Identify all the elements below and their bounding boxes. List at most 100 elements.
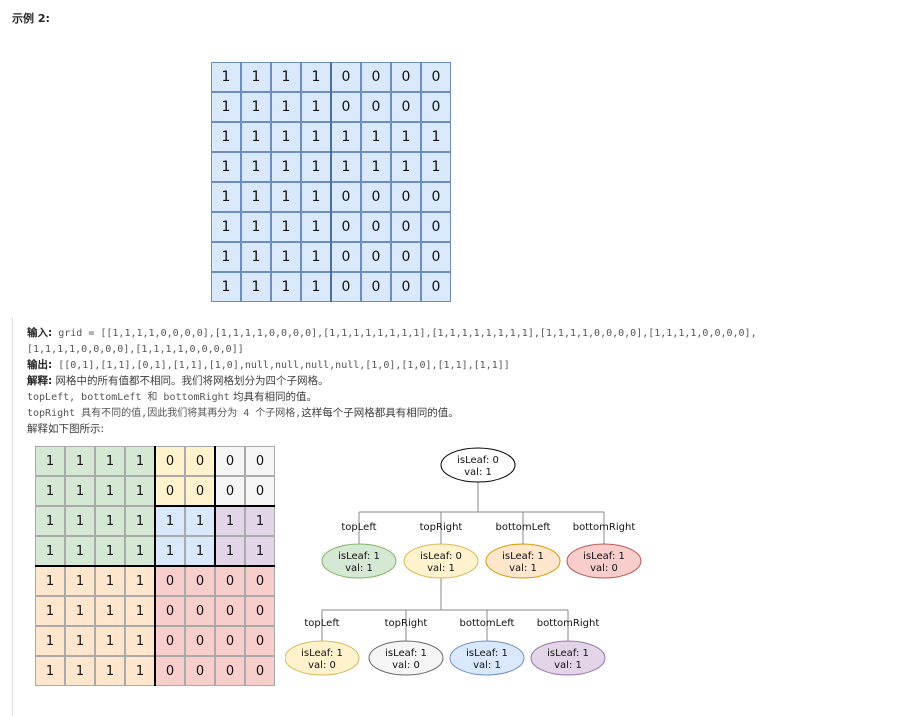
grid-cell: 0: [391, 242, 421, 272]
grid-cell: 1: [271, 272, 301, 302]
grid-cell: 0: [245, 476, 275, 506]
grid-cell: 0: [215, 656, 245, 686]
edge-label-bottomRight: bottomRight: [537, 618, 600, 629]
grid-cell: 1: [301, 272, 331, 302]
tree-node-l1-bottomRight-val: val: 0: [590, 563, 618, 574]
tree-root-val: val: 1: [464, 467, 492, 478]
explanation-line-2: topLeft, bottomLeft 和 bottomRight 均具有相同的…: [27, 390, 317, 405]
output-line: 输出: [[0,1],[1,1],[0,1],[1,1],[1,0],null,…: [27, 358, 510, 373]
edge-label-bottomLeft: bottomLeft: [460, 618, 515, 629]
explanation-line-3: topRight 具有不同的值,因此我们将其再分为 4 个子网格,这样每个子网格…: [27, 406, 459, 421]
grid-cell: 0: [185, 656, 215, 686]
grid-cell: 0: [215, 446, 245, 476]
input-value: grid = [[1,1,1,1,0,0,0,0],[1,1,1,1,0,0,0…: [52, 328, 757, 339]
grid-cell: 0: [185, 446, 215, 476]
grid-cell: 0: [155, 476, 185, 506]
example-title: 示例 2:: [12, 12, 50, 25]
output-value: [[0,1],[1,1],[0,1],[1,1],[1,0],null,null…: [52, 360, 510, 371]
grid-cell: 1: [331, 122, 361, 152]
grid-cell: 0: [215, 596, 245, 626]
grid-cell: 0: [185, 626, 215, 656]
grid-cell: 1: [65, 626, 95, 656]
grid-cell: 1: [241, 212, 271, 242]
grid-cell: 0: [185, 476, 215, 506]
grid-cell: 1: [421, 122, 451, 152]
grid-cell: 1: [241, 122, 271, 152]
grid-cell: 0: [185, 566, 215, 596]
explanation-text-3: 这样每个子网格都具有相同的值。: [301, 407, 459, 419]
explanation-code-3: topRight 具有不同的值,因此我们将其再分为 4 个子网格,: [27, 408, 302, 419]
tree-node-l2-bottomRight-isleaf: isLeaf: 1: [547, 648, 589, 659]
input-line: 输入: grid = [[1,1,1,1,0,0,0,0],[1,1,1,1,0…: [27, 326, 757, 341]
grid-cell: 1: [301, 152, 331, 182]
tree-node-l1-bottomLeft-val: val: 1: [509, 563, 537, 574]
grid-cell: 1: [35, 476, 65, 506]
grid-cell: 1: [331, 152, 361, 182]
grid-cell: 1: [271, 242, 301, 272]
grid-cell: 0: [361, 92, 391, 122]
grid-cell: 0: [215, 626, 245, 656]
grid-cell: 0: [361, 242, 391, 272]
grid-cell: 0: [155, 446, 185, 476]
grid-cell: 1: [95, 656, 125, 686]
grid-cell: 1: [125, 566, 155, 596]
grid-cell: 0: [391, 62, 421, 92]
grid-divider-vertical: [330, 62, 332, 302]
grid-cell: 1: [95, 596, 125, 626]
grid-cell: 1: [271, 92, 301, 122]
tree-root-isleaf: isLeaf: 0: [457, 455, 499, 466]
tree-node-l1-bottomLeft-isleaf: isLeaf: 1: [502, 551, 544, 562]
grid-cell: 0: [421, 182, 451, 212]
grid-cell: 1: [125, 536, 155, 566]
grid-cell: 0: [391, 272, 421, 302]
grid-cell: 1: [391, 152, 421, 182]
grid-cell: 1: [301, 242, 331, 272]
grid-cell: 0: [155, 566, 185, 596]
grid-cell: 0: [245, 596, 275, 626]
grid-cell: 0: [215, 476, 245, 506]
tree-node-l1-topRight-isleaf: isLeaf: 0: [420, 551, 462, 562]
tree-node-l1-topLeft-shape: [321, 543, 397, 579]
grid-cell: 1: [155, 506, 185, 536]
grid-cell: 1: [65, 476, 95, 506]
tree-node-l2-bottomLeft-val: val: 1: [473, 660, 501, 671]
explanation-line-4: 解释如下图所示:: [27, 422, 104, 436]
example-content: 输入: grid = [[1,1,1,1,0,0,0,0],[1,1,1,1,0…: [12, 318, 913, 716]
grid-cell: 0: [421, 212, 451, 242]
tree-node-l2-bottomLeft-shape: [449, 640, 525, 676]
grid-cell: 0: [391, 92, 421, 122]
grid-cell: 1: [125, 656, 155, 686]
grid-cell: 1: [301, 122, 331, 152]
explanation-text-2: 均具有相同的值。: [229, 391, 317, 403]
grid-cell: 1: [35, 536, 65, 566]
grid-cell: 1: [215, 506, 245, 536]
tree-node-l1-bottomRight-isleaf: isLeaf: 1: [583, 551, 625, 562]
grid-cell: 1: [241, 182, 271, 212]
tree-node-l2-topRight-val: val: 0: [392, 660, 420, 671]
grid-cell: 1: [211, 182, 241, 212]
grid-cell: 1: [211, 122, 241, 152]
grid-cell: 1: [241, 272, 271, 302]
grid-cell: 1: [271, 212, 301, 242]
grid-cell: 0: [245, 446, 275, 476]
grid-cell: 1: [65, 446, 95, 476]
grid-cell: 1: [35, 656, 65, 686]
tree-node-l1-topLeft-isleaf: isLeaf: 1: [338, 551, 380, 562]
grid-cell: 0: [245, 626, 275, 656]
grid-cell: 0: [331, 272, 361, 302]
grid-cell: 1: [125, 446, 155, 476]
grid-cell: 1: [65, 566, 95, 596]
tree-node-l2-topLeft-val: val: 0: [308, 660, 336, 671]
explanation-line-1: 解释: 网格中的所有值都不相同。我们将网格划分为四个子网格。: [27, 374, 329, 388]
grid-cell: 0: [331, 212, 361, 242]
grid-cell: 1: [271, 122, 301, 152]
grid-cell: 0: [331, 62, 361, 92]
edge-label-topLeft: topLeft: [341, 522, 376, 533]
grid-cell: 1: [35, 626, 65, 656]
tree-node-l1-topRight-val: val: 1: [427, 563, 455, 574]
grid-cell: 1: [241, 62, 271, 92]
explanation-label: 解释:: [27, 375, 53, 387]
grid-cell: 0: [155, 596, 185, 626]
explanation-text-4: 解释如下图所示:: [27, 423, 105, 435]
